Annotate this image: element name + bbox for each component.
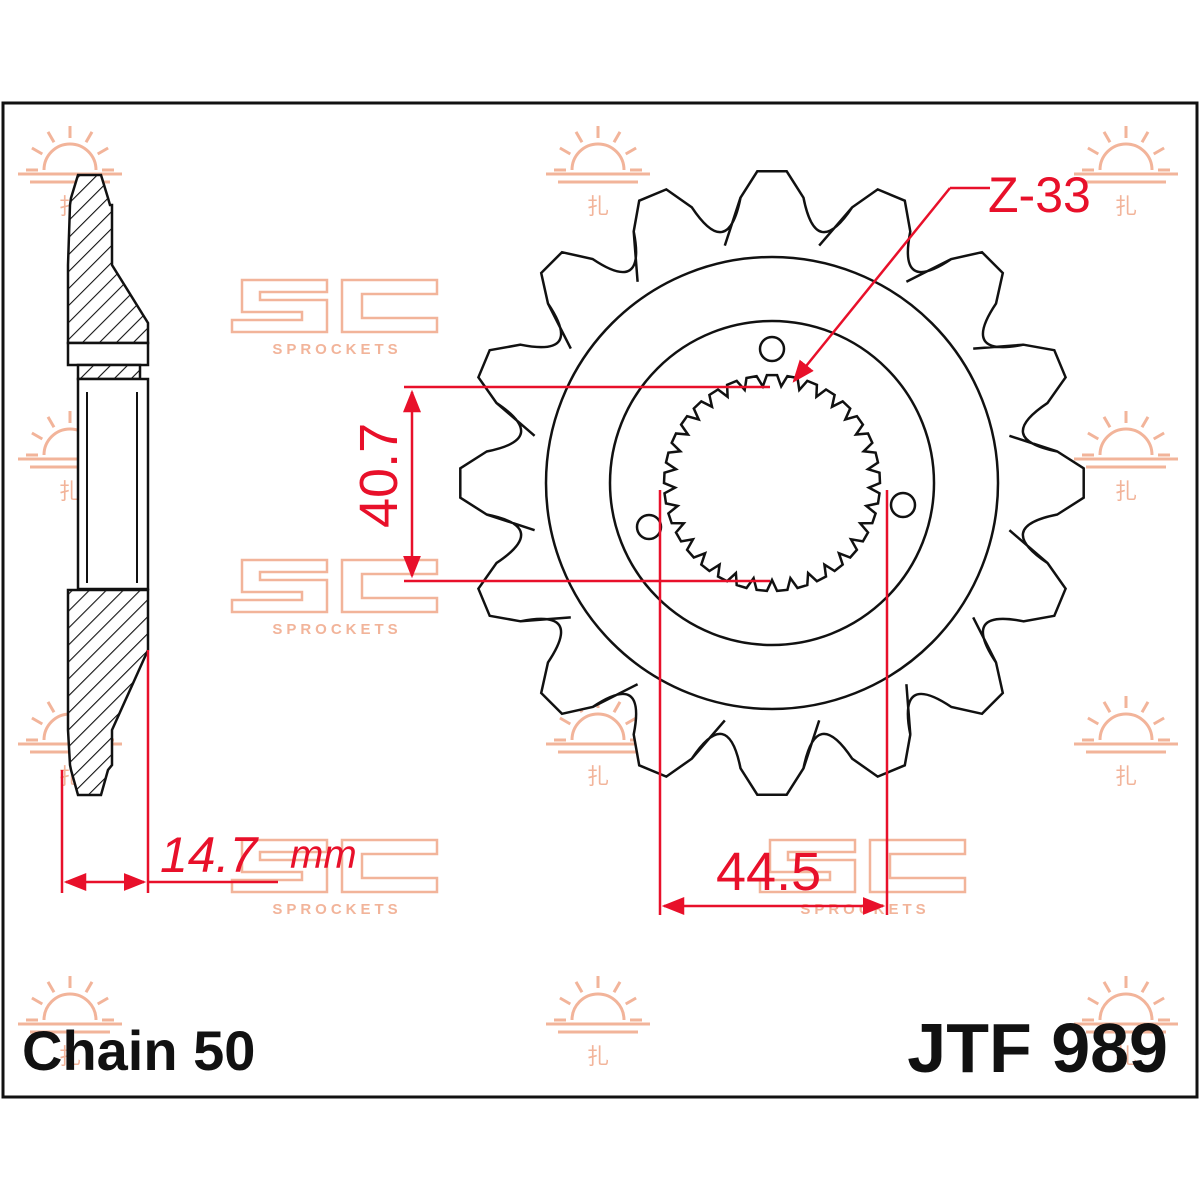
watermark-sun-logo: 扎	[18, 976, 122, 1070]
dimension-annotations: Z-33 40.7 14.7 mm 44.5	[60, 167, 1091, 915]
watermark-sun-logo: 扎	[546, 976, 650, 1070]
width-dimension-label: 44.5	[716, 842, 821, 902]
svg-text:扎: 扎	[1115, 765, 1137, 790]
watermark-sun-logo: 扎	[1074, 976, 1178, 1070]
svg-text:扎: 扎	[587, 765, 609, 790]
chain-size-label: Chain 50	[22, 1019, 255, 1082]
inner-ring-circle	[608, 319, 936, 647]
svg-text:扎: 扎	[1115, 480, 1137, 505]
watermark-sun-logo: 扎	[546, 696, 650, 790]
svg-text:扎: 扎	[587, 1045, 609, 1070]
bolt-hole-top	[758, 335, 786, 363]
watermark-sun-logo: 扎	[18, 126, 122, 220]
svg-text:扎: 扎	[587, 195, 609, 220]
watermark-brand-logo: SPROCKETS	[230, 838, 439, 918]
svg-text:扎: 扎	[1115, 195, 1137, 220]
watermark-brand-logo: SPROCKETS	[230, 278, 439, 358]
watermark-sun-logo: 扎	[546, 126, 650, 220]
svg-text:SPROCKETS: SPROCKETS	[272, 341, 401, 358]
sprocket-front-view	[459, 170, 1085, 796]
sprocket-side-profile	[66, 173, 150, 797]
svg-text:SPROCKETS: SPROCKETS	[272, 621, 401, 638]
bolt-hole-right	[889, 491, 917, 519]
part-number-label: JTF 989	[907, 1009, 1168, 1087]
watermark-brand-logo: SPROCKETS	[230, 558, 439, 638]
bolt-hole-left	[635, 513, 663, 541]
spline-bore-outline	[662, 373, 882, 593]
outer-ring-circle	[544, 255, 1000, 711]
watermark-sun-logo: 扎	[1074, 696, 1178, 790]
offset-unit-label: mm	[290, 833, 357, 877]
teeth-leader-arrow	[792, 187, 951, 383]
svg-text:SPROCKETS: SPROCKETS	[800, 901, 929, 918]
teeth-count-label: Z-33	[988, 167, 1091, 223]
svg-text:SPROCKETS: SPROCKETS	[272, 901, 401, 918]
svg-text:扎: 扎	[59, 1045, 81, 1070]
watermark-sun-logo: 扎	[1074, 411, 1178, 505]
side-upper-band	[76, 363, 142, 381]
offset-dimension-label: 14.7	[160, 827, 260, 883]
svg-text:扎: 扎	[59, 480, 81, 505]
svg-text:扎: 扎	[1115, 1045, 1137, 1070]
side-upper-collar	[66, 341, 150, 367]
height-dimension-label: 40.7	[349, 423, 409, 528]
side-tooth-top	[66, 173, 150, 345]
watermark-sun-logo: 扎	[1074, 126, 1178, 220]
